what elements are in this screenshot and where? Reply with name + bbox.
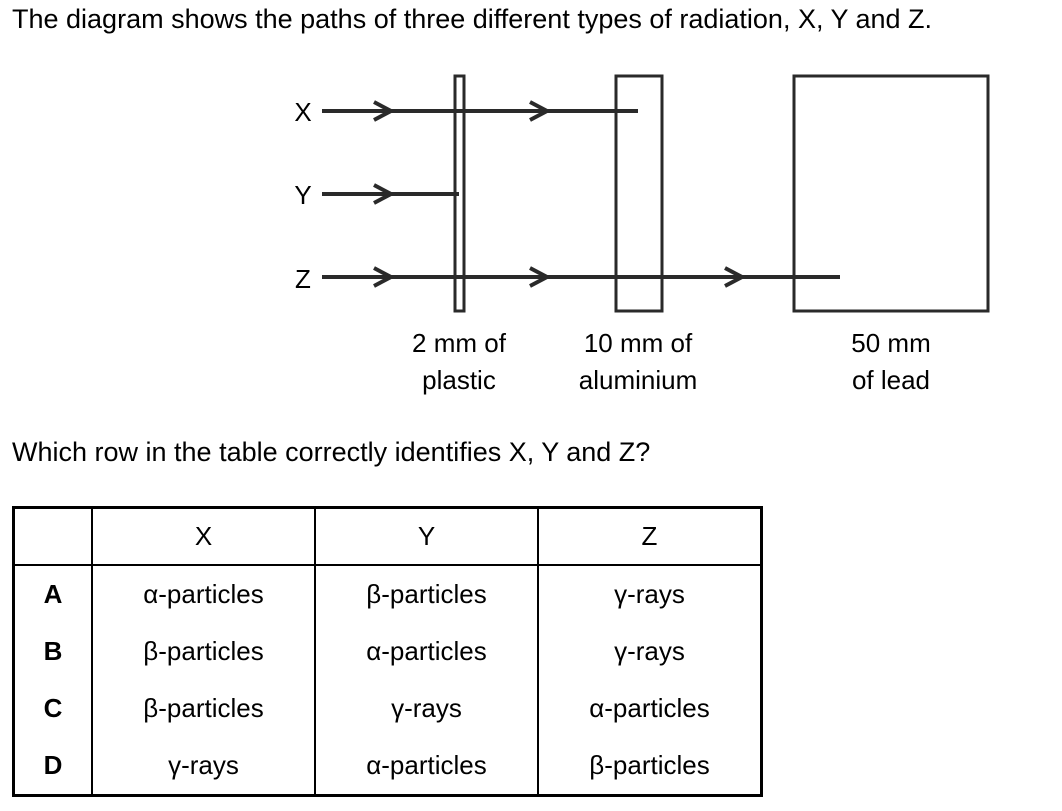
answer-table: X Y Z A α-particles β-particles γ-rays B…: [12, 506, 763, 797]
label-x: X: [294, 97, 311, 127]
label-y: Y: [294, 180, 311, 210]
table-row[interactable]: C β-particles γ-rays α-particles: [13, 680, 762, 737]
arrow-icon: [529, 266, 552, 288]
question-intro: The diagram shows the paths of three dif…: [12, 4, 933, 34]
row-letter: B: [13, 623, 93, 680]
arrow-icon: [373, 183, 396, 205]
header-blank: [13, 507, 93, 566]
plastic-caption-line1: 2 mm of: [412, 328, 507, 358]
header-x: X: [91, 507, 316, 566]
cell-x: α-particles: [91, 565, 316, 623]
row-letter: A: [13, 565, 93, 623]
table-row[interactable]: B β-particles α-particles γ-rays: [13, 623, 762, 680]
lead-caption-line2: of lead: [852, 365, 930, 395]
radiation-diagram: X Y Z 2 mm of plastic 10 mm of aluminium…: [294, 74, 990, 395]
cell-y: α-particles: [314, 737, 539, 796]
cell-y: β-particles: [314, 565, 539, 623]
header-z: Z: [537, 507, 762, 566]
cell-z: γ-rays: [537, 565, 762, 623]
table-header-row: X Y Z: [13, 507, 762, 566]
lead-barrier: [792, 74, 990, 313]
aluminium-caption-line2: aluminium: [579, 365, 698, 395]
row-letter: D: [13, 737, 93, 796]
arrow-icon: [373, 266, 396, 288]
cell-y: α-particles: [314, 623, 539, 680]
cell-z: β-particles: [537, 737, 762, 796]
aluminium-caption-line1: 10 mm of: [584, 328, 693, 358]
cell-z: α-particles: [537, 680, 762, 737]
arrow-icon: [529, 100, 552, 122]
cell-x: γ-rays: [91, 737, 316, 796]
cell-y: γ-rays: [314, 680, 539, 737]
arrow-icon: [373, 100, 396, 122]
plastic-caption-line2: plastic: [422, 365, 496, 395]
header-y: Y: [314, 507, 539, 566]
lead-caption-line1: 50 mm: [851, 328, 930, 358]
cell-x: β-particles: [91, 623, 316, 680]
arrow-icon: [724, 266, 747, 288]
question-prompt: Which row in the table correctly identif…: [12, 437, 651, 467]
cell-x: β-particles: [91, 680, 316, 737]
table-row[interactable]: D γ-rays α-particles β-particles: [13, 737, 762, 796]
table-row[interactable]: A α-particles β-particles γ-rays: [13, 565, 762, 623]
aluminium-barrier: [614, 74, 664, 313]
cell-z: γ-rays: [537, 623, 762, 680]
label-z: Z: [295, 264, 311, 294]
row-letter: C: [13, 680, 93, 737]
